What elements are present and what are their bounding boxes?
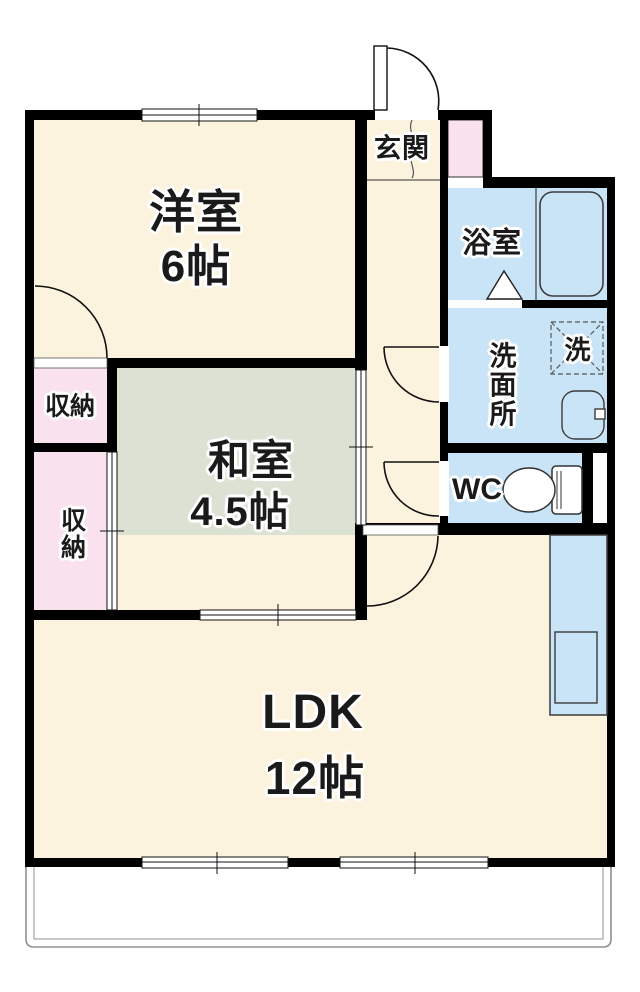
storage-upper-floor xyxy=(34,368,107,443)
fixtures xyxy=(485,188,608,716)
wall-storage-right xyxy=(107,368,117,452)
wc-door xyxy=(383,461,440,517)
vanity-sink-icon xyxy=(561,390,606,440)
entrance-door-arc xyxy=(386,47,440,111)
wall-yoshitsu-hall xyxy=(355,120,367,370)
washing-machine-pan-icon xyxy=(550,321,604,375)
storage-lower-floor xyxy=(34,452,107,610)
window-ldk-right xyxy=(339,852,489,874)
slider-washitsu-hall xyxy=(349,369,373,526)
washing-machine-pan-diag2 xyxy=(550,321,604,375)
wall-top xyxy=(25,110,492,120)
genkan-shoe-cabinet xyxy=(447,119,484,178)
washroom-door-opening xyxy=(439,346,449,402)
room-label-washroom: 洗面所 xyxy=(485,341,516,429)
entrance-door xyxy=(373,45,440,111)
wall-hall-lower xyxy=(355,525,367,620)
room-label-bathroom: 浴室 xyxy=(461,227,523,260)
room-washroom-floor xyxy=(448,308,607,443)
window-ldk-left xyxy=(141,852,289,874)
toilet-icon xyxy=(502,465,583,515)
hallway-genkan-floor xyxy=(367,120,440,535)
room-label-storage-upper: 収納 xyxy=(44,392,96,421)
wall-genkan-right xyxy=(483,110,492,188)
wall-bath-top xyxy=(483,177,615,188)
genkan-door-opening xyxy=(375,110,438,120)
room-label-storage-lower: 収納 xyxy=(57,507,86,561)
label-laundry-space: 洗 xyxy=(564,335,592,365)
wall-storage-divider xyxy=(34,443,107,452)
room-ldk-floor xyxy=(34,535,607,858)
room-label-ldk: LDK xyxy=(262,686,364,739)
room-label-washitsu: 和室 xyxy=(207,437,295,484)
room-size-ldk: 12帖 xyxy=(264,752,366,804)
bath-folding-door-icon xyxy=(485,269,524,300)
storage-upper-door-arc xyxy=(34,285,108,359)
room-size-yoshitsu: 6帖 xyxy=(160,242,232,291)
kitchen-counter-icon xyxy=(549,534,608,716)
washroom-door-arc xyxy=(383,346,440,403)
wall-washitsu-bottom xyxy=(25,610,367,620)
wc-door-opening xyxy=(439,461,449,516)
bath-door-opening xyxy=(448,300,522,308)
balcony xyxy=(25,867,612,948)
wall-bath-bottom xyxy=(440,300,615,308)
wall-left xyxy=(25,110,34,867)
room-bath-floor xyxy=(448,188,607,300)
slider-washitsu-ldk xyxy=(199,604,357,626)
wall-yoshitsu-washitsu xyxy=(107,358,355,368)
room-size-washitsu: 4.5帖 xyxy=(190,490,290,534)
slider-storage-lower xyxy=(100,451,124,611)
washing-machine-pan-box xyxy=(550,321,604,375)
wall-washroom-bottom xyxy=(440,443,615,453)
kitchen-counter-body xyxy=(549,534,608,716)
room-label-yoshitsu: 洋室 xyxy=(149,186,243,238)
wall-hall-right xyxy=(440,120,448,535)
wall-bottom xyxy=(25,858,615,867)
balcony-inner-rail xyxy=(33,867,604,940)
room-yoshitsu-floor xyxy=(34,120,355,358)
window-yoshitsu xyxy=(141,104,258,126)
swing-doors xyxy=(34,45,440,607)
wc-door-arc xyxy=(383,461,440,517)
ldk-door-arc xyxy=(366,535,439,607)
room-label-wc: WC xyxy=(452,473,502,506)
entrance-door-leaf xyxy=(373,45,388,111)
wall-wc-right xyxy=(582,443,593,535)
washroom-door xyxy=(383,346,440,403)
storage-upper-opening xyxy=(33,357,108,369)
wall-right xyxy=(607,177,615,867)
toilet-bowl xyxy=(502,467,556,513)
kitchen-sink-icon xyxy=(554,631,598,704)
ldk-door-opening xyxy=(362,524,439,536)
room-fills xyxy=(34,119,607,858)
bathtub-icon xyxy=(539,191,604,297)
openings xyxy=(33,104,522,874)
balcony-outer-rail xyxy=(25,867,612,948)
room-label-genkan: 玄関 xyxy=(374,133,430,164)
genkan-step-curve xyxy=(409,119,415,179)
vanity-tap xyxy=(594,408,606,420)
genkan-step xyxy=(367,119,440,181)
